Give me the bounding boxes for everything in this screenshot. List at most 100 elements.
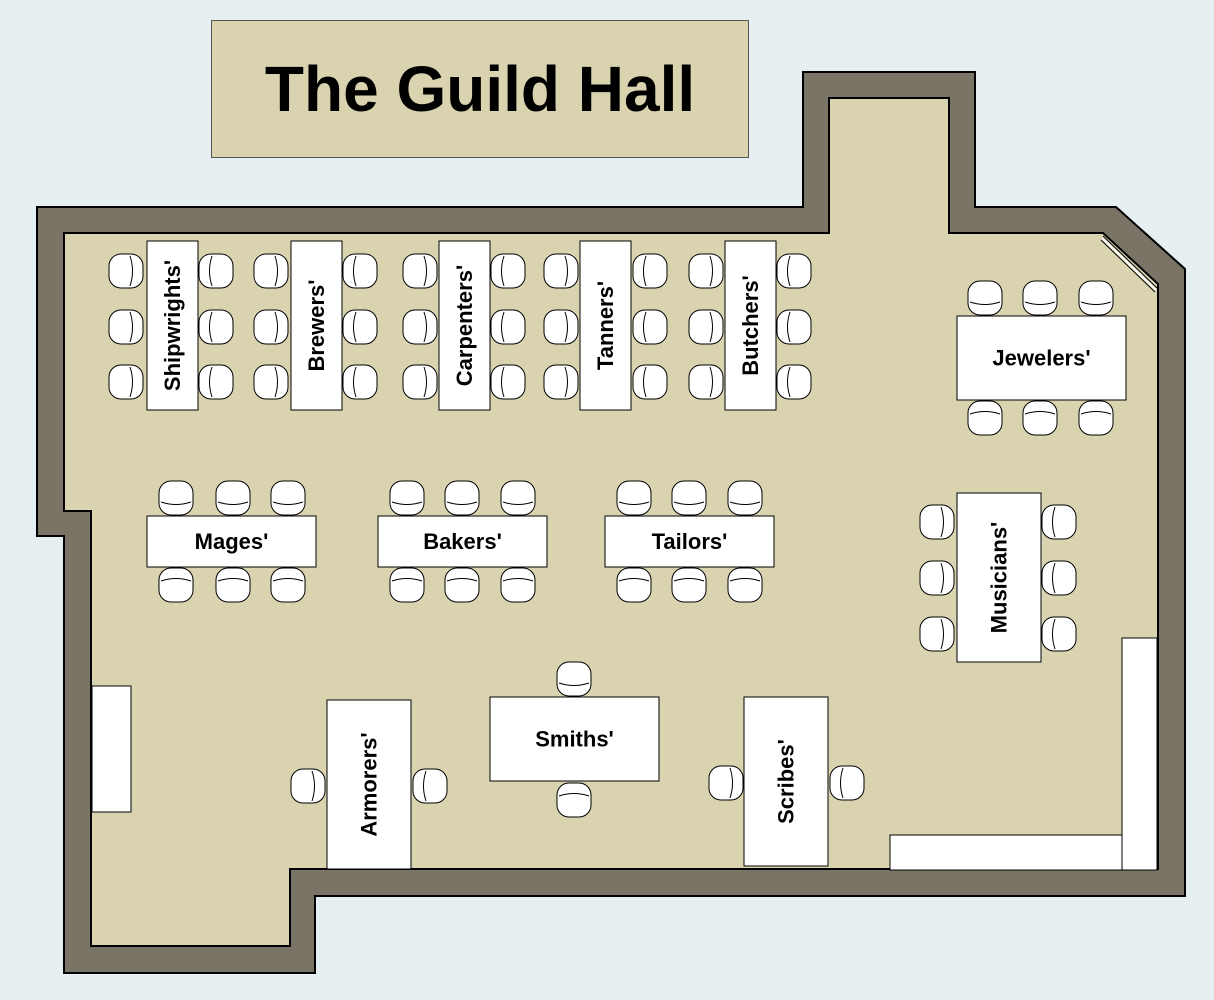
chair [708, 765, 744, 801]
chair-back [501, 255, 505, 287]
title-banner: The Guild Hall [211, 20, 749, 158]
chair-back [272, 501, 304, 505]
chair-seat [1078, 400, 1114, 436]
page-title: The Guild Hall [264, 53, 696, 125]
table-top [377, 515, 548, 568]
chair-seat [215, 480, 251, 516]
chair [412, 768, 448, 804]
chair [389, 480, 425, 516]
chair-seat [967, 400, 1003, 436]
chair [919, 616, 955, 652]
chair [342, 364, 378, 400]
chair-seat [290, 768, 326, 804]
chair-seat [1041, 616, 1077, 652]
chair [389, 567, 425, 603]
table-top [743, 696, 829, 867]
chair-back [129, 311, 133, 343]
chair-seat [444, 567, 480, 603]
chair-back [1024, 411, 1056, 415]
table-label: Shipwrights' [160, 260, 185, 391]
chair-back [564, 255, 568, 287]
right-counter [1121, 637, 1158, 871]
chair-back [1080, 411, 1112, 415]
chair-back [787, 366, 791, 398]
chair-seat [342, 253, 378, 289]
chair [108, 253, 144, 289]
table-top [489, 696, 660, 782]
chair-back [729, 767, 733, 799]
bottom-counter [889, 834, 1123, 871]
chair-seat [776, 309, 812, 345]
chair-seat [108, 253, 144, 289]
table-shipwrights: Shipwrights' [146, 240, 199, 411]
chair [402, 364, 438, 400]
chair-seat [1022, 400, 1058, 436]
chair-seat [919, 616, 955, 652]
table-jewelers: Jewelers' [956, 315, 1127, 401]
chair-seat [270, 567, 306, 603]
left-counter [91, 685, 132, 813]
chair-back [673, 501, 705, 505]
chair-back [311, 770, 315, 802]
table-smiths: Smiths' [489, 696, 660, 782]
table-top [604, 515, 775, 568]
chair-back [217, 501, 249, 505]
chair [967, 280, 1003, 316]
window-glass [1101, 237, 1157, 291]
table-top [290, 240, 343, 411]
chair-seat [342, 364, 378, 400]
chair [215, 480, 251, 516]
chair [688, 253, 724, 289]
table-label: Tanners' [593, 281, 618, 370]
chair [776, 364, 812, 400]
chair-back [969, 411, 1001, 415]
chair-back [1052, 562, 1056, 594]
chair [198, 364, 234, 400]
table-label: Carpenters' [452, 265, 477, 386]
chair [444, 567, 480, 603]
chair-back [564, 311, 568, 343]
chair [967, 400, 1003, 436]
chair-back [1052, 506, 1056, 538]
table-label: Scribes' [774, 739, 799, 824]
window-pane [1100, 239, 1156, 293]
chair-back [618, 578, 650, 582]
chair-back [272, 578, 304, 582]
table-label: Bakers' [423, 529, 502, 554]
chair [253, 309, 289, 345]
chair-back [209, 255, 213, 287]
chair-back [446, 578, 478, 582]
chair-seat [671, 480, 707, 516]
chair-seat [389, 567, 425, 603]
chair-seat [402, 309, 438, 345]
chair-seat [270, 480, 306, 516]
table-label: Brewers' [304, 279, 329, 371]
chair-seat [543, 253, 579, 289]
chair-back [940, 506, 944, 538]
chair [632, 253, 668, 289]
chair [543, 364, 579, 400]
chair-seat [108, 364, 144, 400]
chair-back [502, 501, 534, 505]
chair-back [501, 366, 505, 398]
chair [500, 480, 536, 516]
chair [490, 309, 526, 345]
chair-seat [727, 567, 763, 603]
chair-back [940, 618, 944, 650]
chair [556, 661, 592, 697]
chair [776, 309, 812, 345]
table-top [146, 240, 199, 411]
table-tailors: Tailors' [604, 515, 775, 568]
chair-seat [253, 309, 289, 345]
chair [490, 253, 526, 289]
chair [556, 782, 592, 818]
chair-back [129, 366, 133, 398]
chair [270, 480, 306, 516]
chair [1041, 504, 1077, 540]
chair-back [391, 501, 423, 505]
table-armorers: Armorers' [326, 699, 412, 870]
chair-seat [688, 364, 724, 400]
table-tanners: Tanners' [579, 240, 632, 411]
chair-back [558, 793, 590, 797]
chair-seat [1022, 280, 1058, 316]
